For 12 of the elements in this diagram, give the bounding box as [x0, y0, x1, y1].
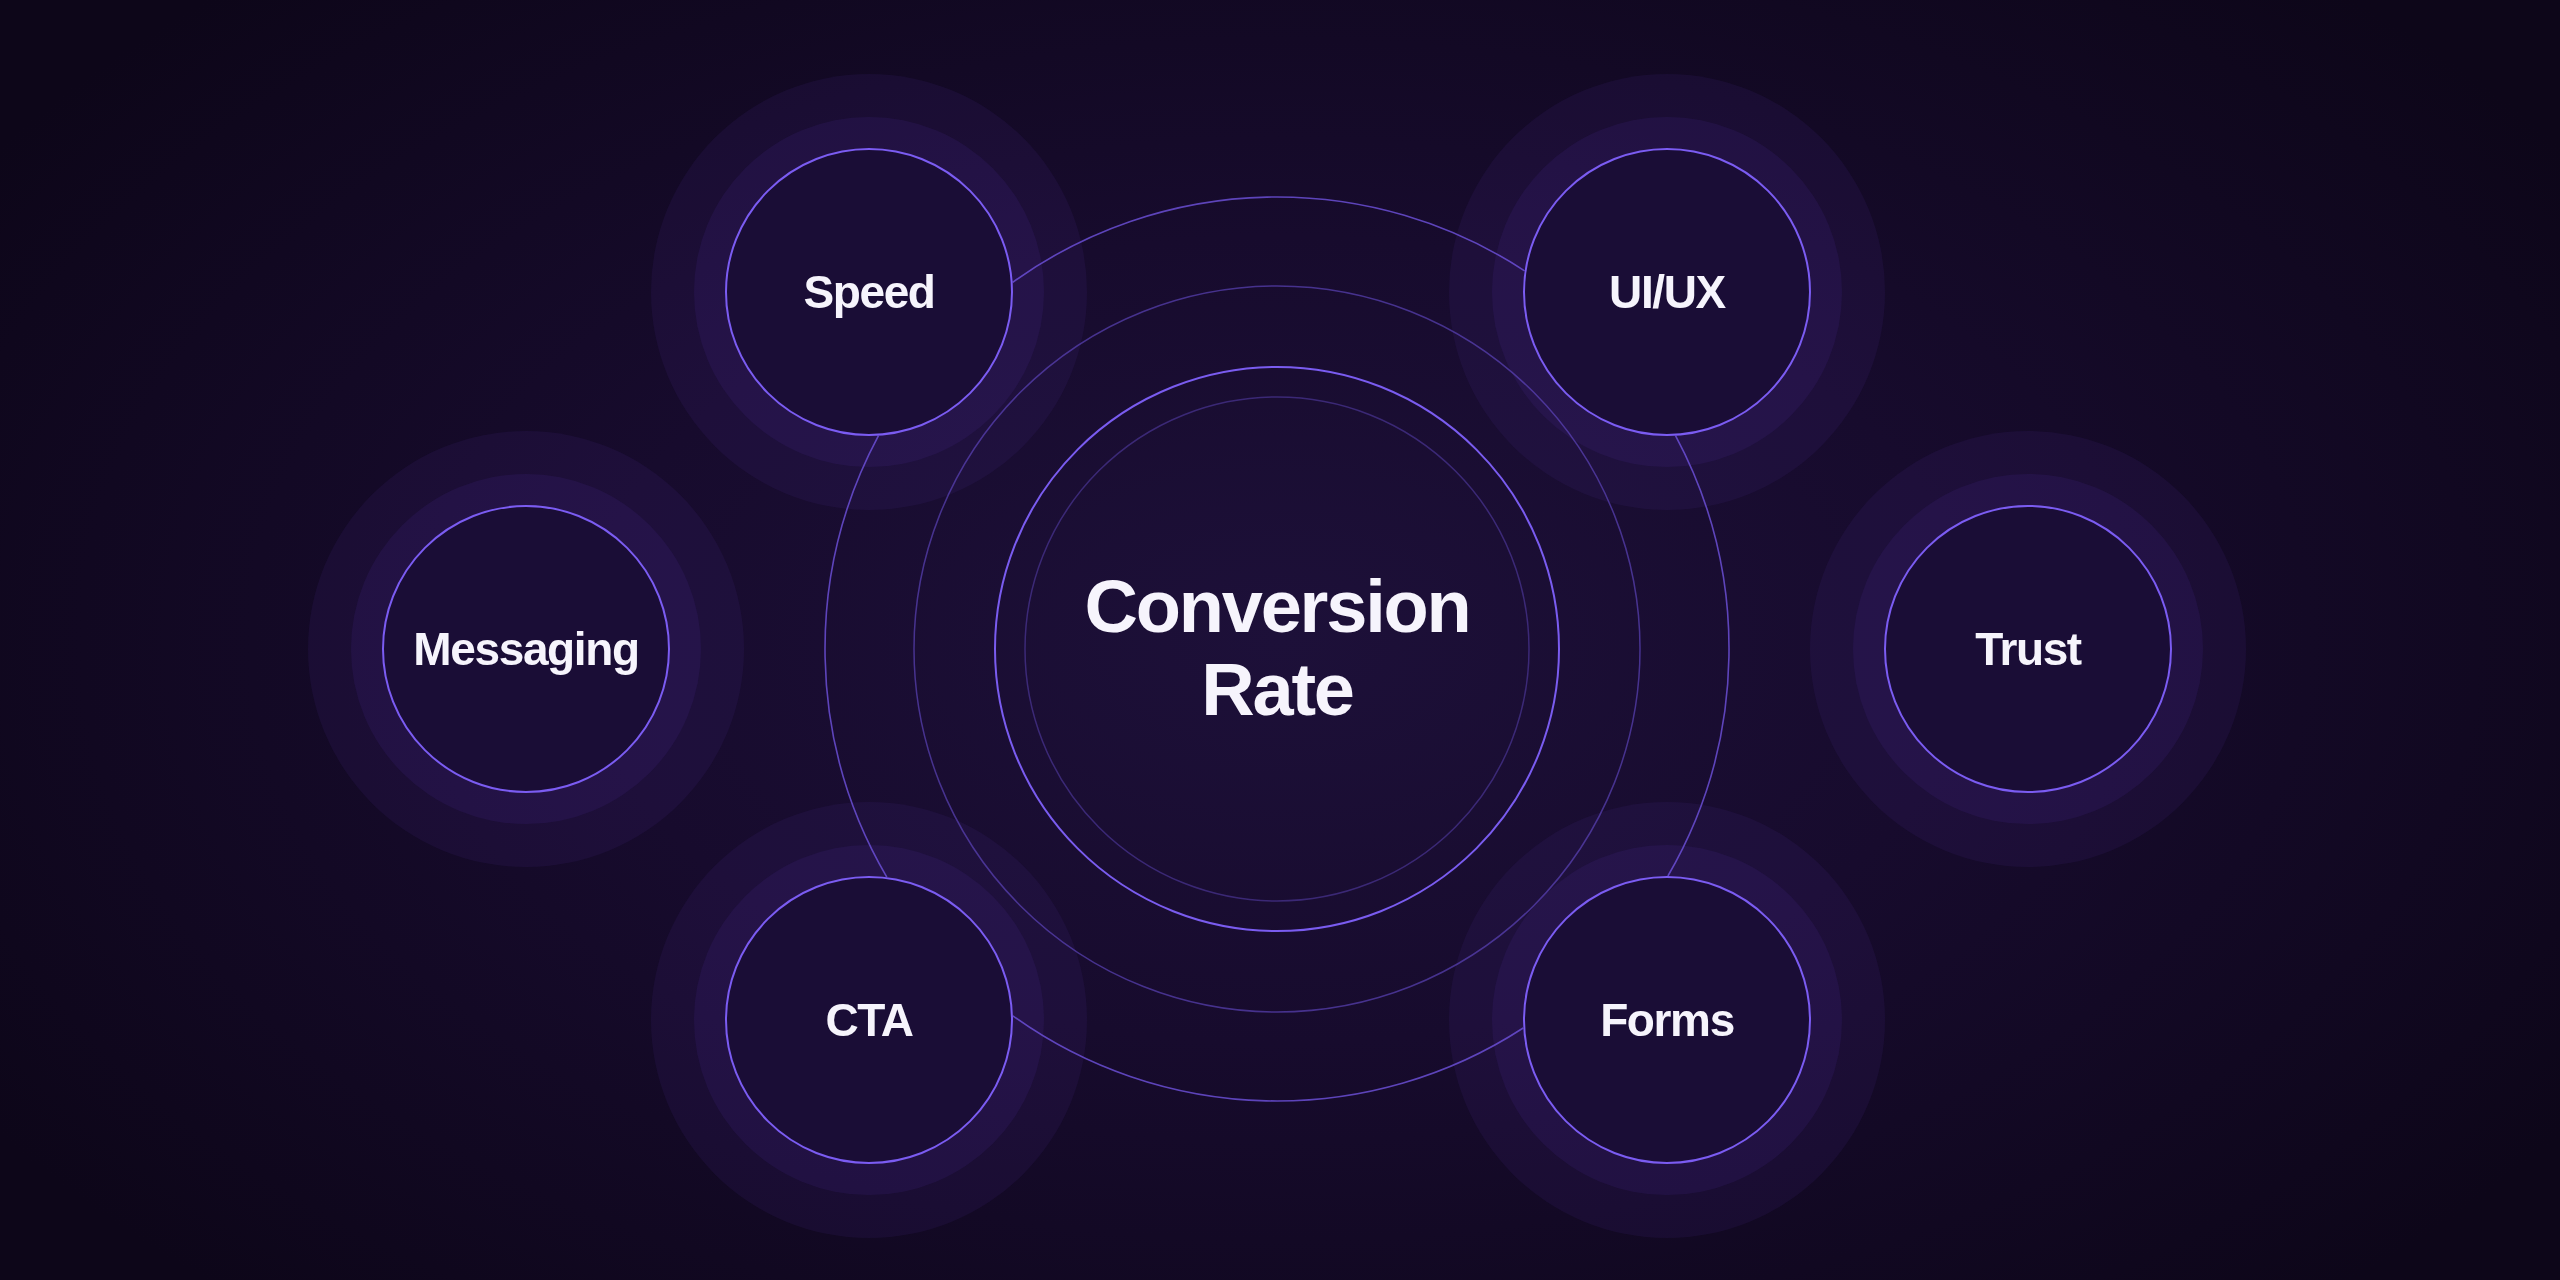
- orbit-arc: [824, 434, 888, 878]
- hub-label: Conversion Rate: [1084, 566, 1470, 732]
- hub-circle: [994, 366, 1560, 932]
- factor-label: Forms: [1600, 993, 1734, 1047]
- factor-label: Speed: [803, 265, 935, 319]
- factor-label: CTA: [825, 993, 913, 1047]
- factor-label: UI/UX: [1609, 265, 1725, 319]
- orbit-arc: [1667, 434, 1730, 877]
- factor-label: Trust: [1975, 622, 2081, 676]
- factor-label: Messaging: [413, 622, 639, 676]
- orbit-arc: [1011, 196, 1526, 284]
- orbit-arc: [1012, 1015, 1524, 1102]
